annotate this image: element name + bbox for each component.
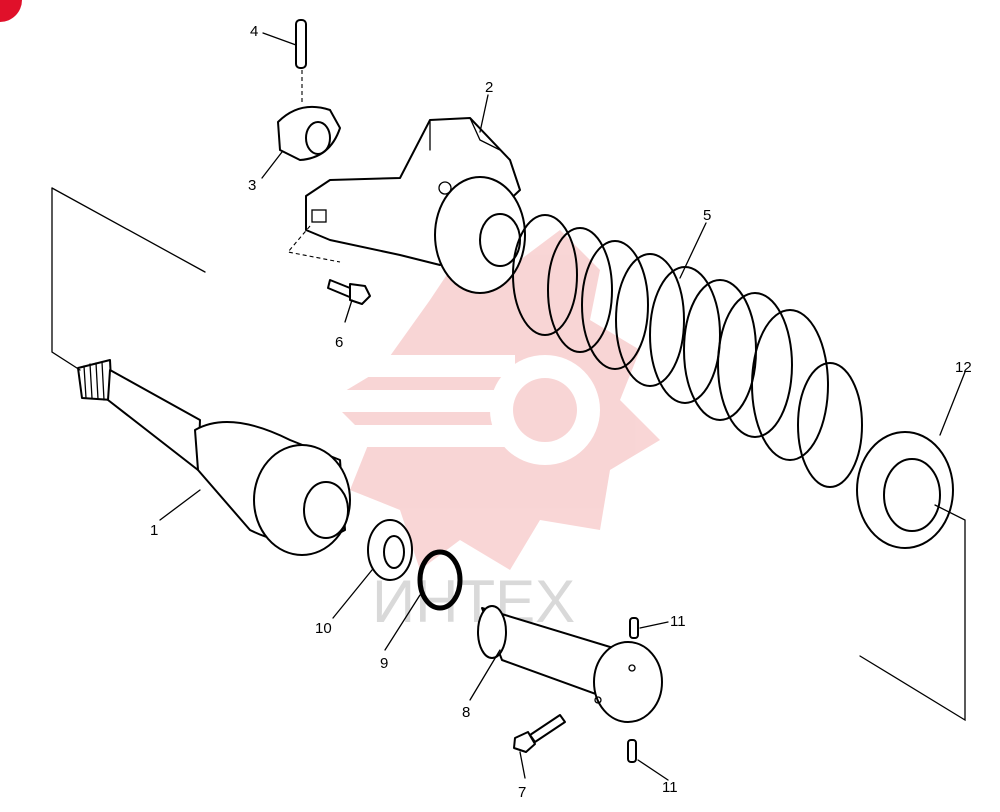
callout-8: 8	[462, 704, 470, 721]
callout-7: 7	[518, 784, 526, 801]
callout-11a: 11	[670, 613, 686, 630]
callout-11b: 11	[662, 779, 678, 796]
watermark-bar-2	[320, 390, 520, 412]
part-7-bolt	[513, 714, 566, 753]
part-8-shaft	[477, 605, 663, 723]
watermark-bar-3	[335, 425, 525, 447]
callout-4: 4	[250, 23, 258, 40]
watermark-hub-inner	[513, 378, 577, 442]
watermark-text: ИНТЕХ	[372, 568, 575, 635]
callout-12: 12	[955, 359, 972, 376]
callout-5: 5	[703, 207, 711, 224]
part-10-washer	[367, 519, 413, 581]
watermark-logo	[305, 230, 660, 570]
part-1-rod	[51, 187, 351, 556]
corner-mark	[0, 0, 22, 22]
callout-6: 6	[335, 334, 343, 351]
part-9-oring	[417, 549, 463, 611]
part-11-pin-lower	[627, 739, 637, 763]
callout-10: 10	[315, 620, 332, 637]
callout-1: 1	[150, 522, 158, 539]
leader-lines	[159, 32, 966, 781]
part-2-bracket	[286, 117, 526, 294]
callout-9: 9	[380, 655, 388, 672]
watermark-bar-1	[305, 355, 515, 377]
part-4-pin	[295, 19, 307, 69]
part-3-nut	[277, 70, 341, 161]
part-11-pin-upper	[629, 617, 639, 639]
callout-2: 2	[485, 79, 493, 96]
part-12-ring	[856, 431, 966, 722]
callout-3: 3	[248, 177, 256, 194]
part-6-bolt	[327, 279, 371, 305]
